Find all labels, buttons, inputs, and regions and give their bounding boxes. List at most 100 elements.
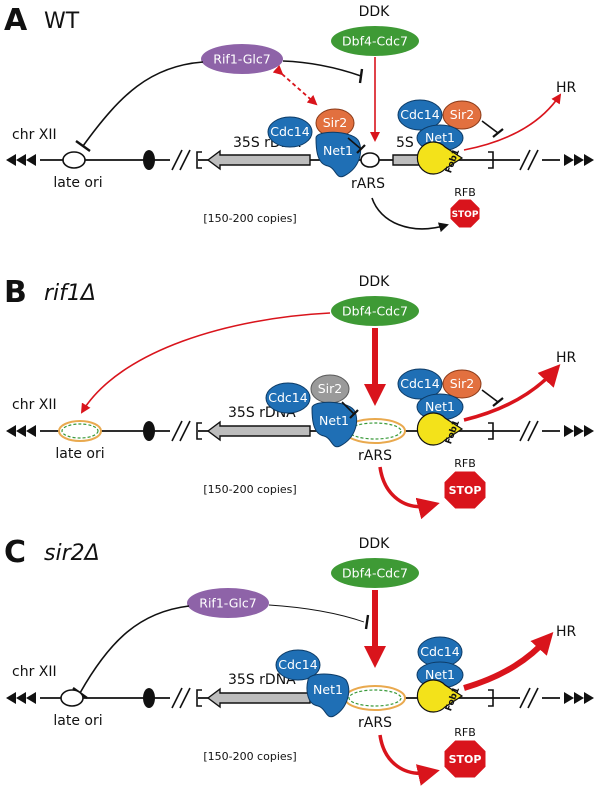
fork-to-rfb-arrow	[378, 734, 440, 786]
axis-break	[171, 420, 183, 442]
chromosome-end-arrow	[584, 692, 594, 704]
rif1-glc7-complex	[201, 44, 283, 74]
axis-break	[527, 149, 539, 171]
chr-label: chr XII	[12, 127, 57, 143]
chromosome-end-arrow	[584, 425, 594, 437]
rfb-label: RFB	[454, 726, 476, 739]
sir2-inhibits-hr	[481, 120, 499, 134]
replication-bubble-inner	[348, 689, 402, 707]
sir2-label: Sir2	[450, 376, 475, 391]
axis-break	[519, 420, 531, 442]
chromosome-end-arrow	[6, 692, 16, 704]
inhibition-bar	[492, 397, 504, 407]
rfb-label: RFB	[454, 186, 476, 199]
chromosome-end-arrow	[26, 425, 36, 437]
late-origin	[60, 689, 84, 707]
repeat-bracket-left	[196, 151, 202, 169]
cdc14-protein	[397, 99, 443, 131]
inhibition-bar	[349, 409, 359, 419]
net1-protein	[311, 401, 358, 448]
dbf4-cdc7-label: Dbf4-Cdc7	[342, 34, 408, 49]
stop-label: STOP	[449, 484, 482, 497]
late-origin	[62, 151, 86, 169]
axis-break	[527, 420, 539, 442]
net1-protein	[306, 673, 350, 718]
5s-label: 5S	[396, 135, 414, 151]
fork-to-rfb-arrow	[371, 197, 449, 233]
net1-label: Net1	[425, 130, 455, 145]
cdc14-label: Cdc14	[270, 124, 309, 139]
dbf4-cdc7-label: Dbf4-Cdc7	[342, 566, 408, 581]
rdna-label: 35S rDNA	[228, 672, 296, 688]
stop-sign	[443, 739, 487, 779]
axis-break	[179, 149, 191, 171]
hr-label: HR	[556, 624, 577, 640]
axis-break	[171, 687, 183, 709]
copies-label: [150-200 copies]	[203, 483, 296, 496]
panel-title: rif1Δ	[44, 281, 96, 306]
panel-title: WT	[44, 9, 80, 34]
dbf4-cdc7-label: Dbf4-Cdc7	[342, 304, 408, 319]
chromosome-end-arrow	[564, 692, 574, 704]
chr-label: chr XII	[12, 664, 57, 680]
sir2-protein	[442, 100, 482, 130]
rif1-glc7-complex	[187, 588, 269, 618]
cdc14-label: Cdc14	[420, 644, 459, 659]
sir2-inhibits-rars	[347, 137, 362, 150]
rif1-inhibits-late-ori	[79, 605, 190, 694]
cdc14-label: Cdc14	[278, 657, 317, 672]
centromere	[143, 688, 155, 708]
sir2-protein	[442, 369, 482, 399]
rars-label: rARS	[358, 715, 392, 731]
stop-sign	[443, 470, 487, 510]
rif1-inhibits-ddk	[282, 60, 362, 77]
ddk-label: DDK	[359, 536, 391, 552]
axis-break	[519, 149, 531, 171]
sir2-label: Sir2	[450, 107, 475, 122]
centromere	[143, 421, 155, 441]
panel-a: A WT DDK Dbf4-Cdc7 Rif1-Glc7 chr XII	[4, 3, 594, 233]
late-ori-label: late ori	[53, 175, 102, 191]
sir2-label: Sir2	[323, 115, 348, 130]
inhibition-bar	[492, 128, 504, 138]
fob1-promotes-hr	[463, 93, 562, 151]
fob1-promotes-hr	[463, 364, 561, 422]
chromosome-end-arrow	[564, 425, 574, 437]
axis-break	[171, 149, 183, 171]
chromosome-end-arrow	[16, 154, 26, 166]
net1-label: Net1	[313, 682, 343, 697]
chromosome-end-arrow	[26, 154, 36, 166]
panel-letter: C	[4, 535, 26, 570]
dbf4-cdc7-complex	[331, 26, 419, 56]
panel-b: B rif1Δ DDK Dbf4-Cdc7 chr XII late ori 3…	[4, 274, 594, 520]
dbf4-cdc7-complex	[331, 296, 419, 326]
inhibition-bar	[364, 614, 370, 630]
35s-rdna-gene	[206, 149, 311, 171]
centromere	[143, 150, 155, 170]
chromosome-end-arrow	[16, 692, 26, 704]
rif1-glc7-label: Rif1-Glc7	[199, 596, 256, 611]
chr-label: chr XII	[12, 397, 57, 413]
cdc14-label: Cdc14	[400, 376, 439, 391]
rif1-inhibits-ddk	[268, 604, 365, 623]
axis-break	[519, 687, 531, 709]
inhibition-bar	[75, 140, 91, 152]
stop-sign	[449, 198, 481, 229]
ddk-label: DDK	[359, 4, 391, 20]
ddk-label: DDK	[359, 274, 391, 290]
rars-label: rARS	[358, 448, 392, 464]
rif1-sir2-interaction	[272, 64, 318, 106]
fob1-protein	[416, 679, 464, 713]
rfb-label: RFB	[454, 457, 476, 470]
repeat-bracket-right	[488, 422, 494, 440]
late-ori-label: late ori	[55, 446, 104, 462]
fob1-protein	[416, 141, 464, 175]
late-ori-label: late ori	[53, 713, 102, 729]
repeat-bracket-left	[196, 689, 202, 707]
cdc14-protein	[275, 649, 321, 681]
chromosome-end-arrow	[564, 154, 574, 166]
35s-rdna-gene	[206, 687, 311, 709]
repeat-bracket-left	[196, 422, 202, 440]
